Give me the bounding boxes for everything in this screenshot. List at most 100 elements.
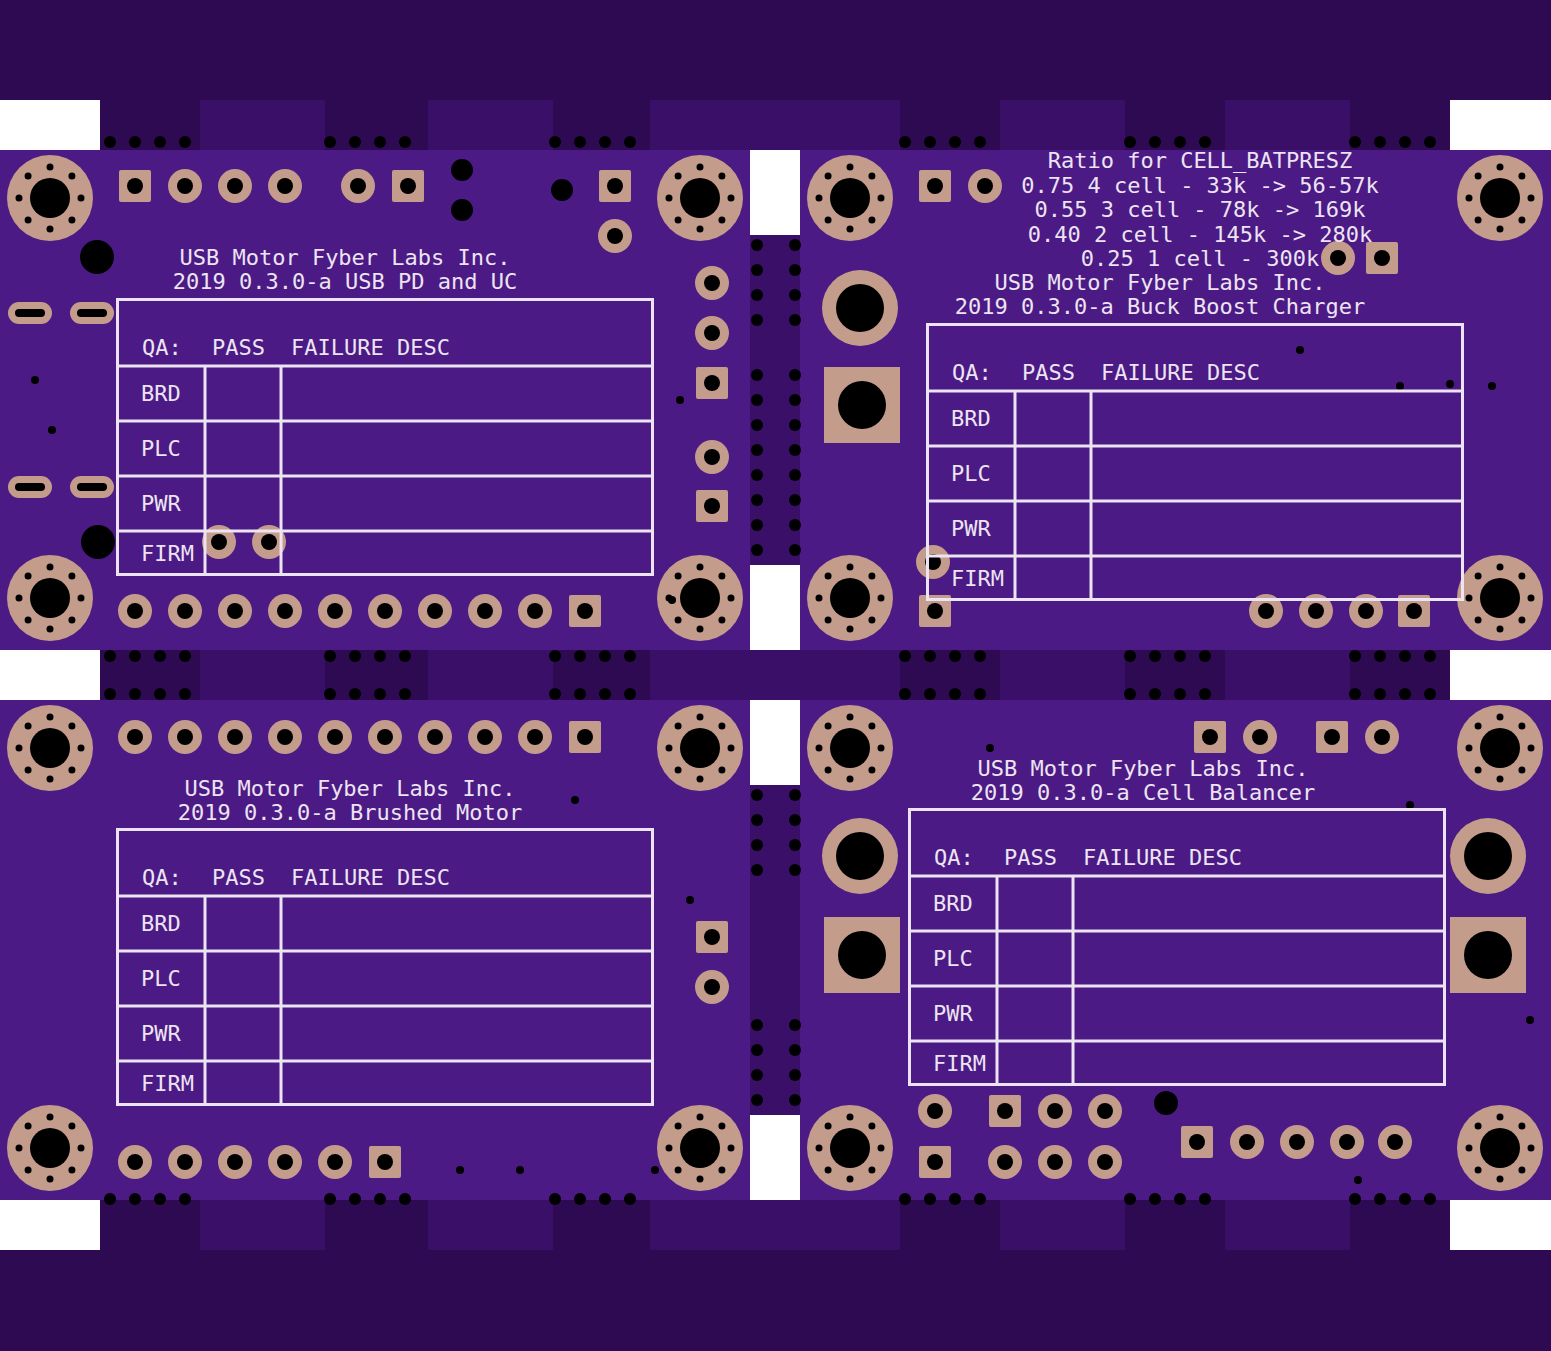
bite-hole [789, 394, 801, 406]
square-pad [369, 1146, 401, 1178]
bite-hole [751, 864, 763, 876]
table-rule [929, 390, 1461, 393]
drill [327, 729, 343, 745]
drill [1480, 1128, 1520, 1168]
stitch-via [1518, 1123, 1525, 1130]
through-hole-pad [695, 970, 729, 1004]
drill [527, 729, 543, 745]
through-hole-pad [1316, 721, 1348, 753]
stitch-via [25, 766, 32, 773]
through-hole-pad [268, 169, 302, 203]
bite-hole [349, 650, 361, 662]
bite-hole [1399, 688, 1411, 700]
drill [997, 1103, 1013, 1119]
stitch-via [1518, 723, 1525, 730]
drill [277, 603, 293, 619]
stitch-via [847, 1176, 854, 1183]
drill [927, 603, 943, 619]
via [1446, 380, 1454, 388]
bite-hole [624, 136, 636, 148]
tab [428, 1200, 553, 1250]
table-rule [119, 530, 651, 533]
annular-ring [1457, 1105, 1543, 1191]
bite-hole [974, 688, 986, 700]
npth-hole [451, 199, 473, 221]
tab [650, 100, 900, 150]
usb-slots [8, 302, 114, 498]
bite-hole [949, 1193, 961, 1205]
stitch-via [697, 626, 704, 633]
npth-hole [80, 240, 114, 274]
rail [0, 1250, 1551, 1351]
through-hole-pad [468, 594, 502, 628]
square-pad [392, 170, 424, 202]
through-hole-pad [268, 1145, 302, 1179]
stitch-via [68, 173, 75, 180]
drill [211, 534, 227, 550]
table-cell-text: PLC [141, 967, 181, 991]
drill [1464, 931, 1512, 979]
power-pad [1450, 818, 1526, 894]
annular-ring [7, 155, 93, 241]
stitch-via [868, 766, 875, 773]
drill [227, 729, 243, 745]
stitch-via [868, 216, 875, 223]
stitch-via [16, 745, 23, 752]
stitch-via [675, 616, 682, 623]
drill [477, 603, 493, 619]
bite-hole [751, 444, 763, 456]
table-rule [204, 896, 207, 1103]
drill [1480, 728, 1520, 768]
bite-hole [1374, 1193, 1386, 1205]
mounting-hole [657, 155, 743, 241]
stitch-via [1497, 226, 1504, 233]
drill [577, 603, 593, 619]
through-hole-pad [418, 594, 452, 628]
boards [0, 150, 1551, 1200]
bite-hole [789, 519, 801, 531]
bite-hole [1424, 650, 1436, 662]
slot-drill [15, 309, 45, 317]
bite-hole [949, 136, 961, 148]
through-hole-pad [218, 720, 252, 754]
table-cell-text: BRD [951, 407, 991, 431]
stitch-via [16, 595, 23, 602]
bite-hole [349, 136, 361, 148]
drill [1289, 1134, 1305, 1150]
table-rule [119, 420, 651, 423]
drill [977, 178, 993, 194]
through-hole-pad [695, 440, 729, 474]
drill [1202, 729, 1218, 745]
drill [177, 729, 193, 745]
drill [1047, 1154, 1063, 1170]
via [686, 896, 694, 904]
round-pad [988, 1145, 1022, 1179]
stitch-via [78, 745, 85, 752]
stitch-via [25, 1166, 32, 1173]
through-hole-pad [119, 170, 151, 202]
stitch-via [25, 216, 32, 223]
through-hole-pad [341, 169, 375, 203]
drill [377, 1154, 393, 1170]
tab [1000, 1200, 1125, 1250]
mounting-hole [1457, 705, 1543, 791]
board-title: 2019 0.3.0-a Buck Boost Charger [955, 295, 1366, 319]
tab [200, 100, 325, 150]
table-rule [1072, 876, 1075, 1083]
tab [1225, 1200, 1350, 1250]
drill [30, 578, 70, 618]
stitch-via [68, 766, 75, 773]
stitch-via [675, 723, 682, 730]
via [571, 796, 579, 804]
bite-hole [789, 544, 801, 556]
round-pad [418, 594, 452, 628]
drill [1324, 729, 1340, 745]
via [516, 1166, 524, 1174]
table-cell-text: QA: [142, 336, 182, 360]
table-rule [996, 876, 999, 1083]
table-rule [119, 1005, 651, 1008]
bite-hole [899, 688, 911, 700]
annular-ring [7, 555, 93, 641]
round-pad [168, 169, 202, 203]
bite-hole [1174, 650, 1186, 662]
